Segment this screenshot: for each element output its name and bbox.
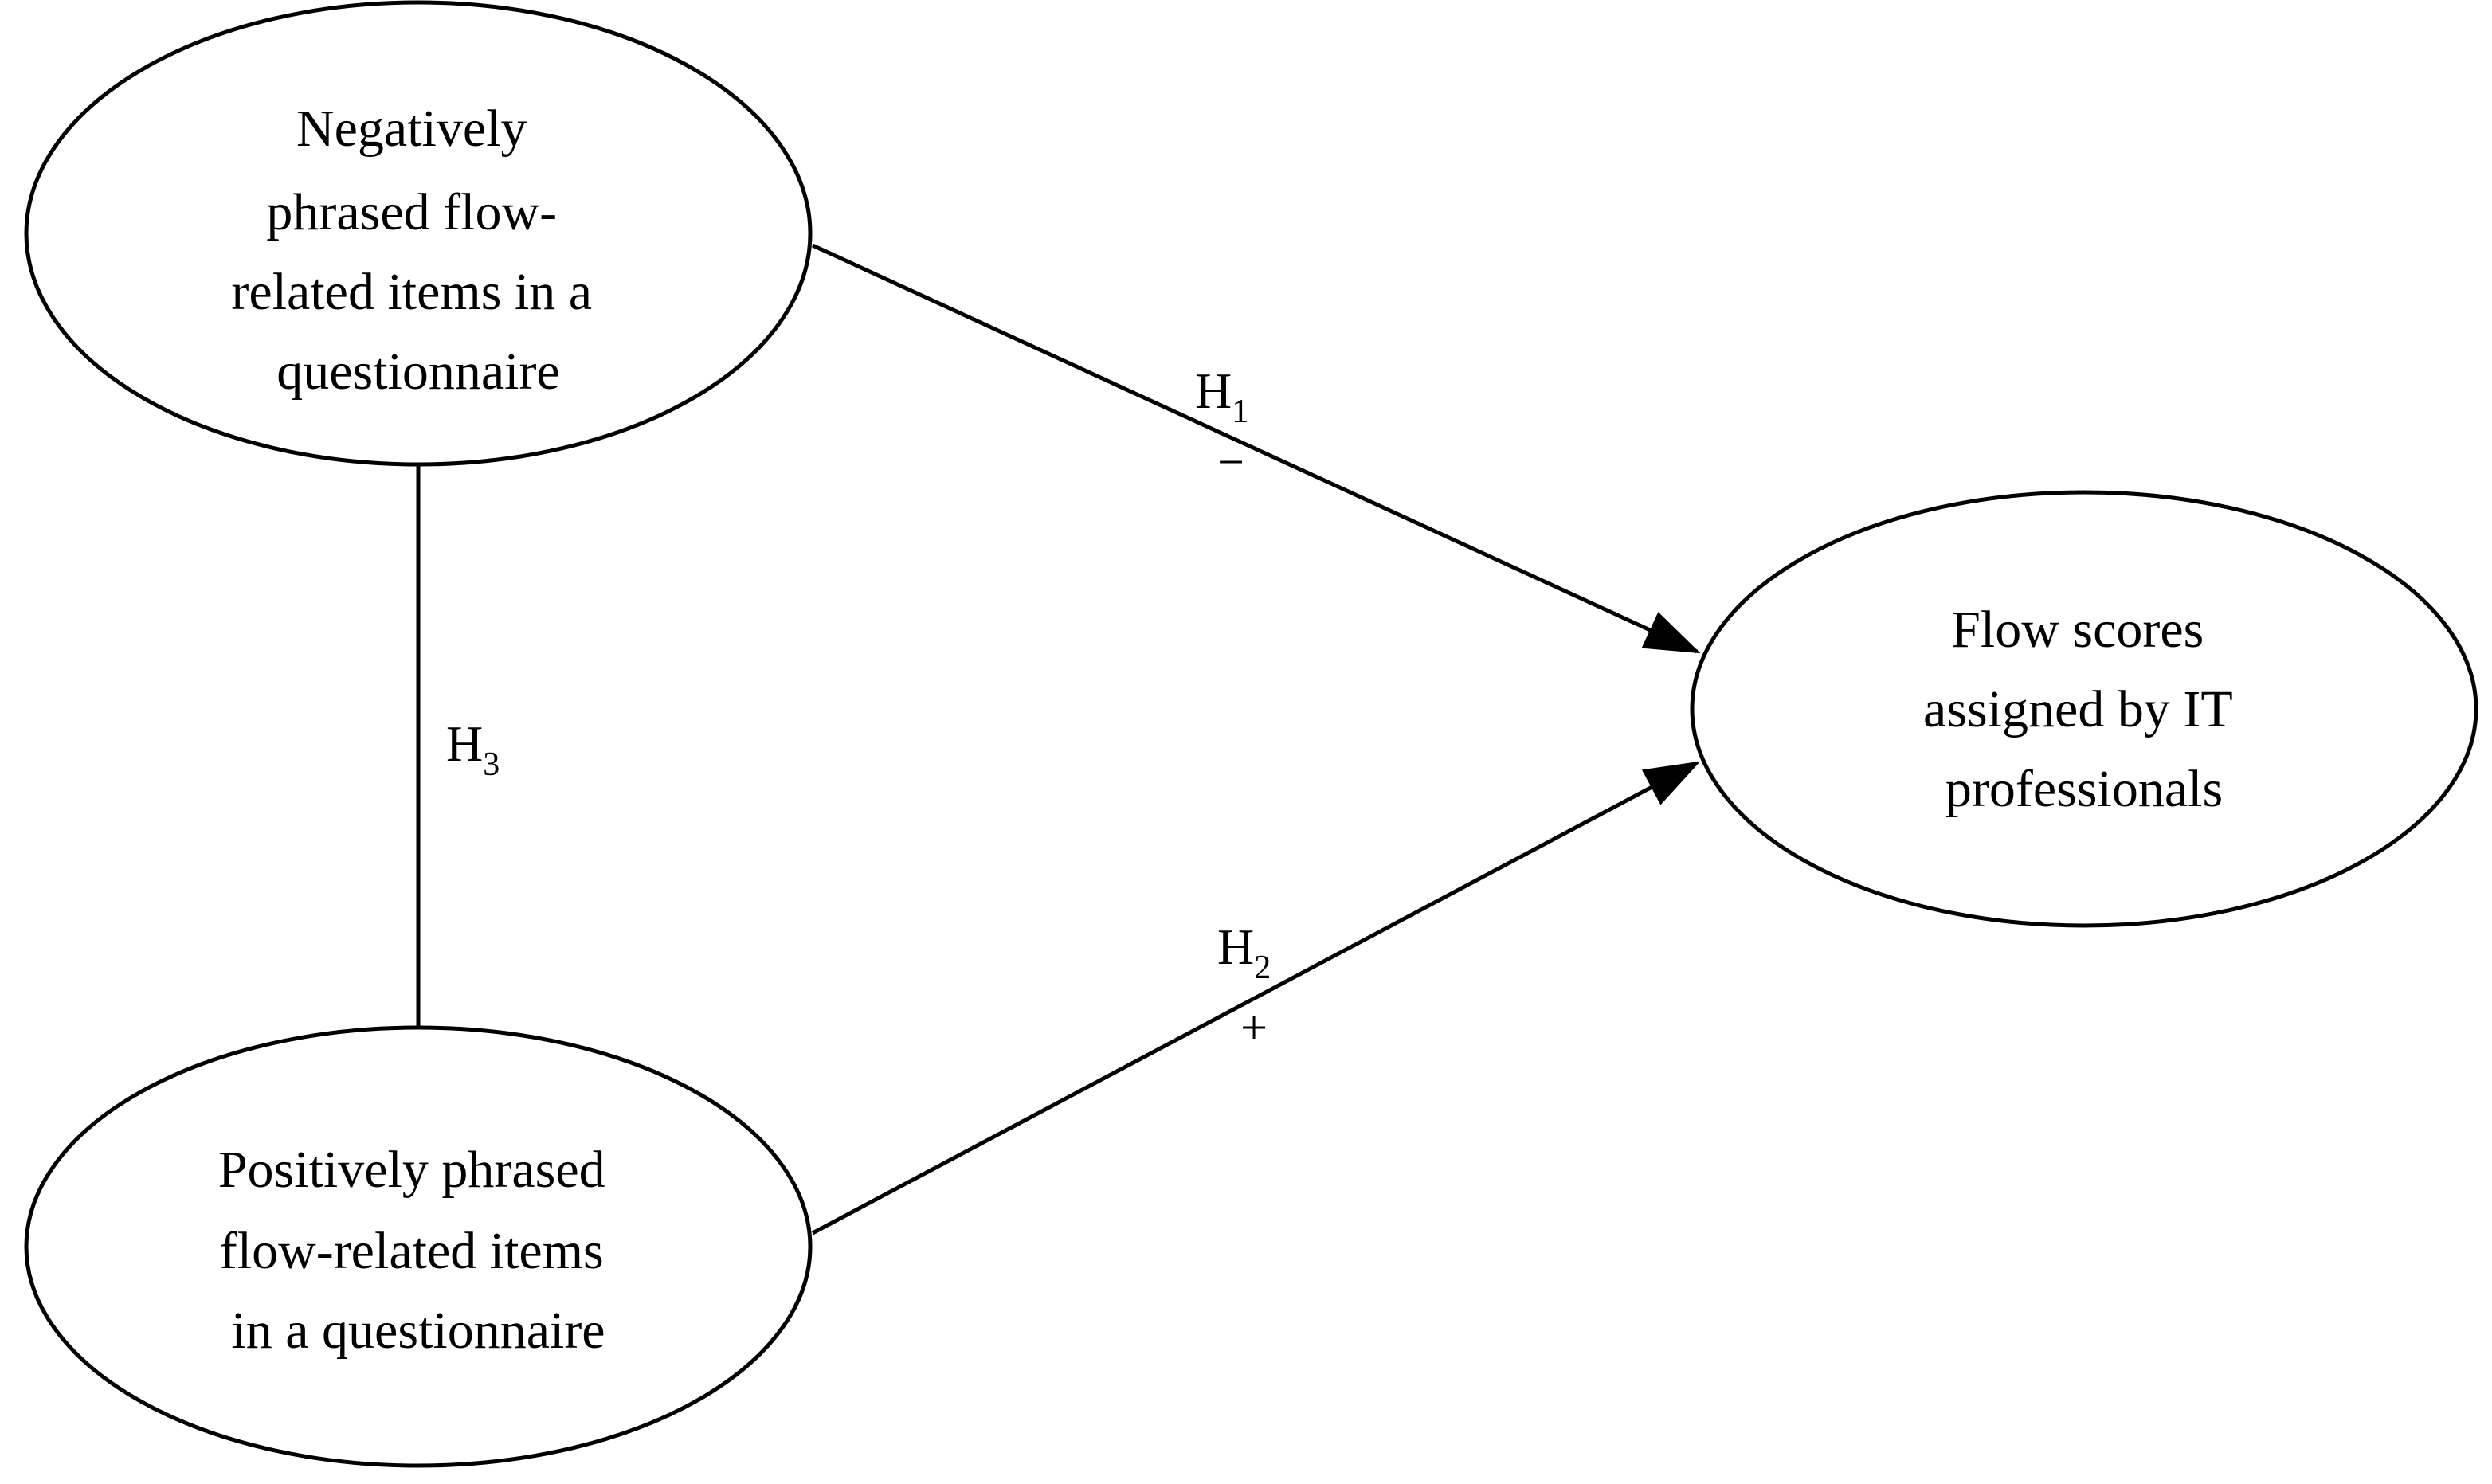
edge-h2-letter: H bbox=[1217, 918, 1254, 975]
node-positive-line: in a questionnaire bbox=[231, 1302, 605, 1360]
edge-h3-label: H3 bbox=[446, 715, 500, 783]
node-negative-items bbox=[24, 0, 813, 467]
node-flow-line: Flow scores bbox=[1951, 601, 2204, 659]
edge-h1-label: H1 bbox=[1195, 362, 1248, 430]
edge-h3-subscript: 3 bbox=[483, 746, 500, 783]
edge-h2-label: H2 bbox=[1217, 918, 1271, 986]
node-negative-line: phrased flow- bbox=[266, 183, 557, 241]
node-negative-line: related items in a bbox=[231, 263, 592, 321]
node-positive-line: Positively phrased bbox=[218, 1141, 605, 1199]
node-negative-line: questionnaire bbox=[276, 343, 560, 401]
node-negative-line: Negatively bbox=[296, 100, 527, 158]
node-flow-label: Flow scores assigned by IT professionals bbox=[1923, 601, 2245, 818]
edge-h1-subscript: 1 bbox=[1232, 394, 1248, 430]
edge-h1-sign: − bbox=[1217, 436, 1244, 488]
node-positive-line: flow-related items bbox=[220, 1222, 604, 1280]
node-positive-label: Positively phrased flow-related items in… bbox=[218, 1141, 618, 1360]
node-flow-line: assigned by IT bbox=[1923, 680, 2232, 738]
node-positive-items bbox=[24, 1025, 813, 1468]
edge-h1-arrow bbox=[811, 243, 1701, 654]
node-flow-scores bbox=[1690, 490, 2478, 928]
node-flow-line: professionals bbox=[1945, 760, 2223, 818]
edge-h2-arrow bbox=[811, 761, 1701, 1235]
edge-h2-sign: + bbox=[1240, 1001, 1268, 1054]
edge-h1-letter: H bbox=[1195, 362, 1232, 419]
node-negative-label: Negatively phrased flow- related items i… bbox=[231, 100, 605, 401]
edge-h2-subscript: 2 bbox=[1254, 950, 1271, 986]
edge-h3-letter: H bbox=[446, 715, 483, 772]
